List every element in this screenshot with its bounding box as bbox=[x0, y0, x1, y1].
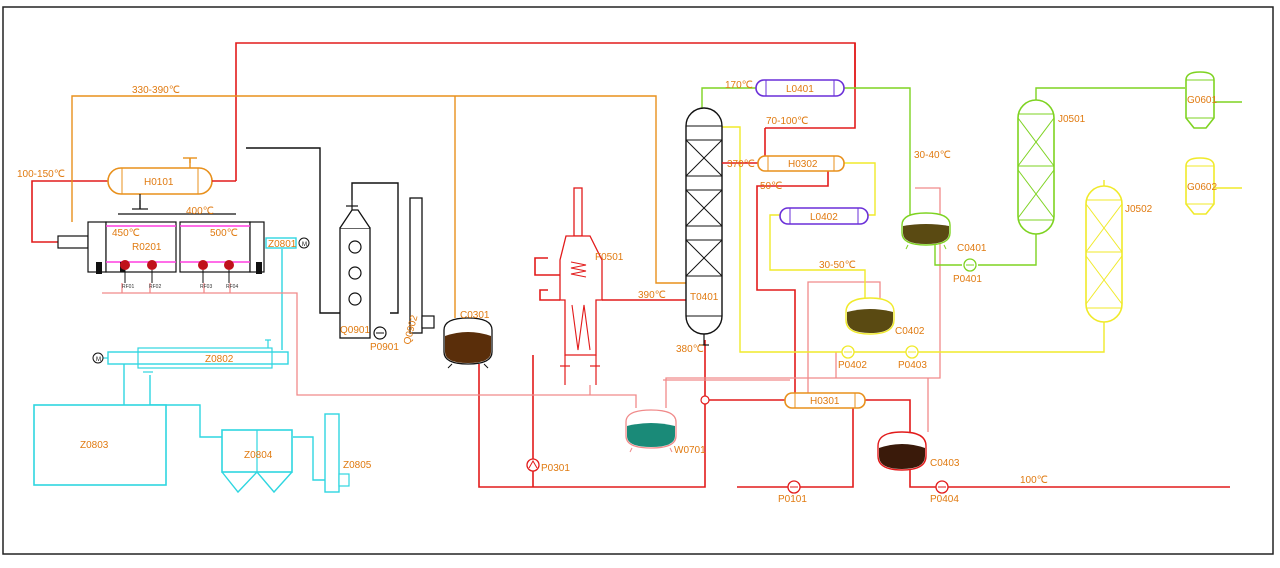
label-f0501: F0501 bbox=[595, 252, 624, 263]
label-p0404: P0404 bbox=[930, 494, 959, 505]
temp-label-370: 370℃ bbox=[727, 159, 755, 170]
burner-rf02 bbox=[147, 260, 157, 283]
label-q0901: Q0901 bbox=[340, 325, 370, 336]
label-rf03: RF03 bbox=[200, 284, 212, 290]
label-t0401: T0401 bbox=[690, 292, 719, 303]
burner-labels: RF01 RF02 RF03 RF04 bbox=[122, 284, 238, 290]
storage-bin-z0803[interactable] bbox=[33, 404, 167, 486]
label-p0401: P0401 bbox=[953, 274, 982, 285]
motor-label-z0802: M bbox=[96, 357, 101, 363]
hopper-z0804[interactable] bbox=[221, 429, 293, 494]
label-rf02: RF02 bbox=[149, 284, 161, 290]
heater-h0101[interactable] bbox=[107, 157, 236, 200]
burner-rf01 bbox=[120, 260, 130, 283]
motor-label-z0801: M bbox=[302, 242, 307, 248]
label-j0502: J0502 bbox=[1125, 204, 1153, 215]
diagram-border bbox=[2, 6, 1274, 555]
pump-p0901[interactable] bbox=[373, 326, 387, 340]
furnace-f0501[interactable] bbox=[559, 187, 603, 385]
label-p0301: P0301 bbox=[541, 463, 570, 474]
pump-p0403[interactable] bbox=[905, 345, 919, 359]
pump-p0402[interactable] bbox=[841, 345, 855, 359]
tank-c0401[interactable] bbox=[901, 212, 951, 250]
label-z0802: Z0802 bbox=[205, 354, 234, 365]
red-process-lines bbox=[31, 42, 1230, 488]
tank-c0403[interactable] bbox=[877, 431, 927, 471]
label-l0401: L0401 bbox=[786, 84, 814, 95]
pump-p0404[interactable] bbox=[935, 480, 949, 494]
temp-label-50: 50℃ bbox=[760, 181, 782, 192]
pink-process-lines bbox=[102, 187, 941, 432]
scrubber-q0901[interactable] bbox=[339, 200, 371, 339]
label-c0402: C0402 bbox=[895, 326, 925, 337]
tank-c0301[interactable] bbox=[443, 317, 493, 369]
heat-exchanger-h0302[interactable] bbox=[757, 155, 845, 172]
stack-q0902[interactable] bbox=[409, 197, 435, 334]
yellow-process-lines bbox=[722, 126, 1242, 353]
label-rf04: RF04 bbox=[226, 284, 238, 290]
label-g0602: G0602 bbox=[1187, 182, 1217, 193]
pump-p0401[interactable] bbox=[963, 258, 977, 272]
label-l0402: L0402 bbox=[810, 212, 838, 223]
label-z0803: Z0803 bbox=[80, 440, 109, 451]
burner-rf04 bbox=[224, 260, 234, 283]
motor-labels: M M bbox=[96, 242, 307, 363]
label-h0101: H0101 bbox=[144, 177, 174, 188]
column-t0401[interactable] bbox=[685, 107, 758, 405]
temp-label-330-390: 330-390℃ bbox=[132, 85, 180, 96]
temp-label-450: 450℃ bbox=[112, 228, 140, 239]
gas-holder-g0602[interactable] bbox=[1185, 157, 1215, 215]
gas-holder-g0601[interactable] bbox=[1185, 71, 1215, 129]
tank-c0402[interactable] bbox=[845, 297, 895, 335]
label-c0401: C0401 bbox=[957, 243, 987, 254]
label-z0804: Z0804 bbox=[244, 450, 273, 461]
temp-label-390: 390℃ bbox=[638, 290, 666, 301]
pump-p0301[interactable] bbox=[526, 458, 540, 472]
label-p0901: P0901 bbox=[370, 342, 399, 353]
black-process-lines bbox=[139, 147, 399, 314]
label-w0701: W0701 bbox=[674, 445, 706, 456]
temp-label-100-150: 100-150℃ bbox=[17, 169, 65, 180]
label-h0301: H0301 bbox=[810, 396, 840, 407]
green-process-lines bbox=[701, 87, 1242, 266]
pump-p0101[interactable] bbox=[787, 480, 801, 494]
temp-label-100: 100℃ bbox=[1020, 475, 1048, 486]
temp-label-400: 400℃ bbox=[186, 206, 214, 217]
temp-label-380: 380℃ bbox=[676, 344, 704, 355]
heat-exchanger-h0301[interactable] bbox=[784, 392, 866, 409]
tower-j0501[interactable] bbox=[1017, 99, 1055, 235]
temperature-labels: 330-390℃ 100-150℃ 400℃ 450℃ 500℃ 170℃ 70… bbox=[17, 80, 1048, 486]
label-g0601: G0601 bbox=[1187, 95, 1217, 106]
label-h0302: H0302 bbox=[788, 159, 818, 170]
tower-j0502[interactable] bbox=[1085, 185, 1123, 323]
screw-conveyor-z0802[interactable] bbox=[92, 339, 289, 373]
temp-label-500: 500℃ bbox=[210, 228, 238, 239]
label-p0402: P0402 bbox=[838, 360, 867, 371]
tank-w0701[interactable] bbox=[625, 409, 677, 453]
label-c0403: C0403 bbox=[930, 458, 960, 469]
unit-z0805[interactable] bbox=[324, 413, 350, 493]
label-p0101: P0101 bbox=[778, 494, 807, 505]
cooler-l0401[interactable] bbox=[755, 79, 845, 97]
cyan-process-lines bbox=[123, 249, 325, 481]
temp-label-30-50: 30-50℃ bbox=[819, 260, 856, 271]
label-r0201: R0201 bbox=[132, 242, 162, 253]
temp-label-30-40: 30-40℃ bbox=[914, 150, 951, 161]
label-j0501: J0501 bbox=[1058, 114, 1086, 125]
screw-conveyor-z0801[interactable] bbox=[265, 237, 310, 249]
label-p0403: P0403 bbox=[898, 360, 927, 371]
cooler-l0402[interactable] bbox=[779, 207, 869, 225]
burner-rf03 bbox=[198, 260, 208, 283]
reactor-r0201[interactable] bbox=[57, 208, 265, 274]
label-z0805: Z0805 bbox=[343, 460, 372, 471]
temp-label-70-100: 70-100℃ bbox=[766, 116, 808, 127]
label-c0301: C0301 bbox=[460, 310, 490, 321]
label-rf01: RF01 bbox=[122, 284, 134, 290]
temp-label-170: 170℃ bbox=[725, 80, 753, 91]
label-z0801: Z0801 bbox=[268, 239, 297, 250]
